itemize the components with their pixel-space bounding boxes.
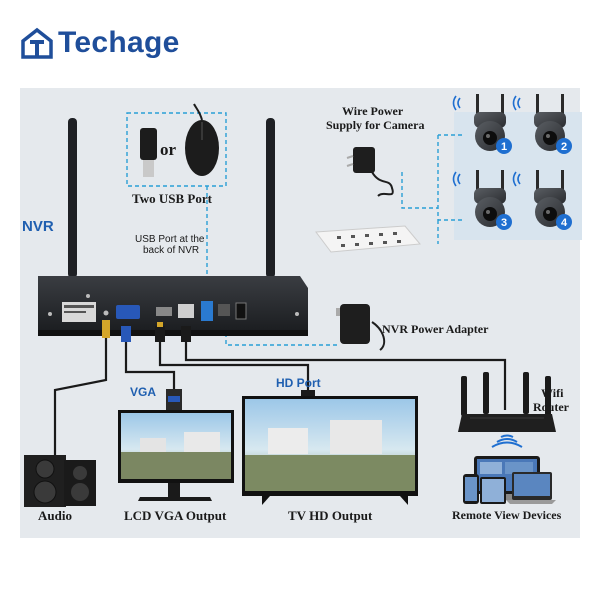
camera-number: 4	[561, 217, 568, 229]
camera-number: 2	[561, 141, 567, 153]
camera-number-badge: 2	[556, 138, 572, 154]
camera-1: 1	[452, 94, 512, 154]
vga-port	[116, 305, 140, 319]
nvr-power-adapter-device	[336, 304, 386, 351]
camera-number: 1	[501, 141, 507, 153]
usb-back-label-line1: USB Port at the	[135, 234, 205, 245]
power-strip	[315, 225, 421, 253]
techage-logo-icon	[21, 27, 53, 59]
lan-port	[178, 304, 194, 318]
two-usb-port-label: Two USB Port	[132, 191, 212, 206]
usb-device-box	[126, 112, 227, 187]
nvr-device	[38, 276, 308, 336]
usb-mouse	[185, 103, 219, 176]
vga-label: VGA	[130, 385, 157, 399]
lcd-vga-output-label: LCD VGA Output	[124, 508, 227, 523]
brand-name: Techage	[58, 26, 180, 59]
camera-number-badge: 4	[556, 214, 572, 230]
camera-group: 1 2 3 4	[452, 94, 572, 230]
tv-screen	[242, 396, 418, 505]
wire-power-label-line1: Wire Power	[342, 104, 404, 118]
signal-cables	[53, 322, 507, 455]
camera-power-adapter	[346, 147, 394, 197]
wifi-label-line2: Router	[533, 400, 569, 414]
remote-view-devices	[463, 456, 556, 504]
nvr-power-adapter-label: NVR Power Adapter	[382, 322, 489, 336]
camera-number: 3	[501, 217, 507, 229]
audio-label: Audio	[38, 508, 72, 523]
wifi-label-line1: Wifi	[541, 386, 564, 400]
hd-port-label: HD Port	[276, 376, 321, 390]
audio-speakers	[24, 455, 96, 507]
camera-2: 2	[512, 94, 572, 154]
camera-3: 3	[452, 170, 512, 230]
tv-hd-output-label: TV HD Output	[288, 508, 373, 523]
remote-view-devices-label: Remote View Devices	[452, 508, 562, 522]
camera-number-badge: 3	[496, 214, 512, 230]
wifi-router	[458, 372, 556, 448]
brand-logo: Techage	[20, 26, 180, 60]
hdmi-port	[156, 307, 172, 316]
usb-back-label-line2: back of NVR	[143, 245, 200, 256]
usb-dongle	[140, 128, 157, 177]
wire-power-label-line2: Supply for Camera	[326, 118, 425, 132]
cable-connectors	[102, 320, 315, 410]
usb-ports	[201, 301, 213, 321]
nvr-label: NVR	[22, 218, 54, 235]
camera-4: 4	[512, 170, 572, 230]
lcd-monitor	[118, 410, 234, 501]
or-label: or	[160, 140, 177, 159]
camera-number-badge: 1	[496, 138, 512, 154]
